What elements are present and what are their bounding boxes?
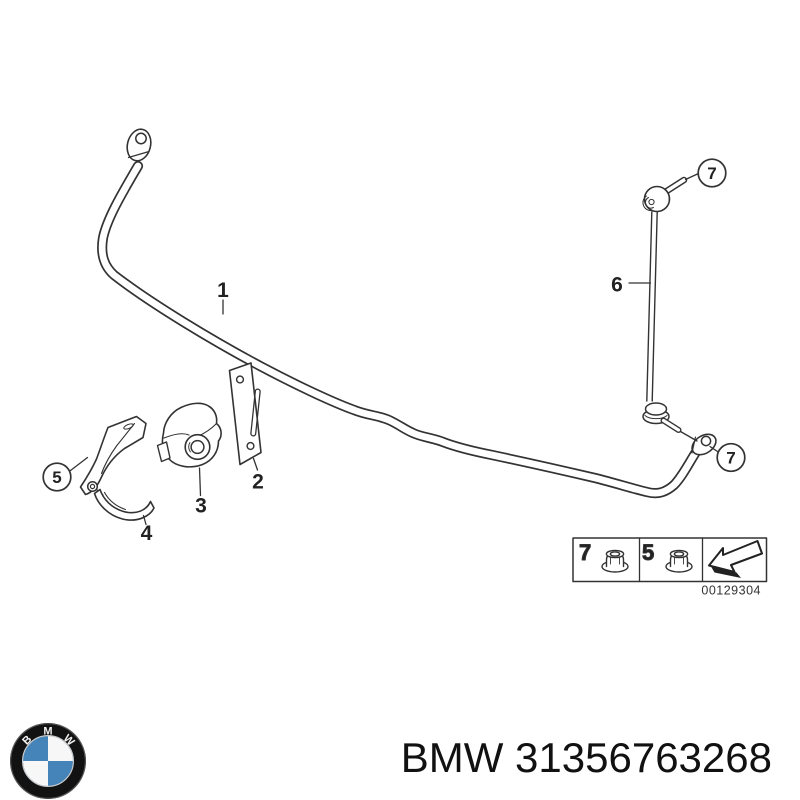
part-number-text: BMW 31356763268	[400, 734, 772, 781]
legend-number-7: 7	[579, 540, 591, 565]
flange-nut-icon	[665, 549, 693, 573]
callout-6: 6	[611, 274, 623, 297]
bar-left-eyelet	[126, 128, 152, 162]
link-bottom-ball-joint	[642, 402, 682, 433]
part-bracket-plate	[228, 362, 262, 466]
callouts: 1 2 3 4 6 5 7 7	[42, 158, 746, 545]
svg-text:7: 7	[707, 164, 716, 183]
logo-letter-m: M	[43, 726, 52, 738]
logo-quadrant-tr	[48, 736, 73, 761]
callout-4: 4	[141, 522, 153, 545]
bmw-logo: B M W	[8, 722, 88, 800]
part-clamp-bracket	[79, 415, 155, 521]
leader-7-top	[684, 172, 700, 181]
svg-text:7: 7	[726, 449, 735, 468]
svg-text:5: 5	[52, 468, 61, 487]
logo-quadrant-bl	[23, 761, 48, 786]
bmw-roundel-icon: B M W	[10, 723, 86, 799]
callout-7-bottom-circled: 7	[716, 442, 746, 473]
leader-lines	[69, 172, 719, 526]
callout-7-top-circled: 7	[697, 158, 727, 188]
part-stabilizer-link	[642, 176, 688, 433]
direction-arrow-icon	[708, 540, 763, 578]
leader-7-bottom-b	[709, 445, 719, 453]
callout-2: 2	[252, 471, 264, 494]
leader-4	[142, 514, 147, 526]
callout-5-circled: 5	[42, 462, 72, 492]
leader-3	[198, 467, 202, 497]
logo-quadrant-br	[48, 761, 73, 786]
callout-1: 1	[217, 279, 229, 302]
diagram-code: 00129304	[701, 584, 761, 598]
legend-number-5: 5	[642, 540, 654, 565]
logo-quadrant-tl	[23, 736, 48, 761]
leader-7-bottom-a	[679, 430, 698, 442]
parts-diagram: 1 2 3 4 6 5 7 7 7	[42, 128, 768, 598]
part-stabilizer-bushing	[156, 402, 222, 468]
leader-2	[252, 457, 259, 471]
legend-cell-5: 5	[642, 540, 693, 573]
legend-cell-7: 7	[579, 540, 629, 573]
legend-box: 7 5	[572, 537, 768, 583]
flange-nut-icon	[601, 549, 629, 573]
callout-3: 3	[195, 495, 207, 518]
link-top-ball-joint	[642, 176, 688, 213]
leader-5	[69, 456, 89, 472]
